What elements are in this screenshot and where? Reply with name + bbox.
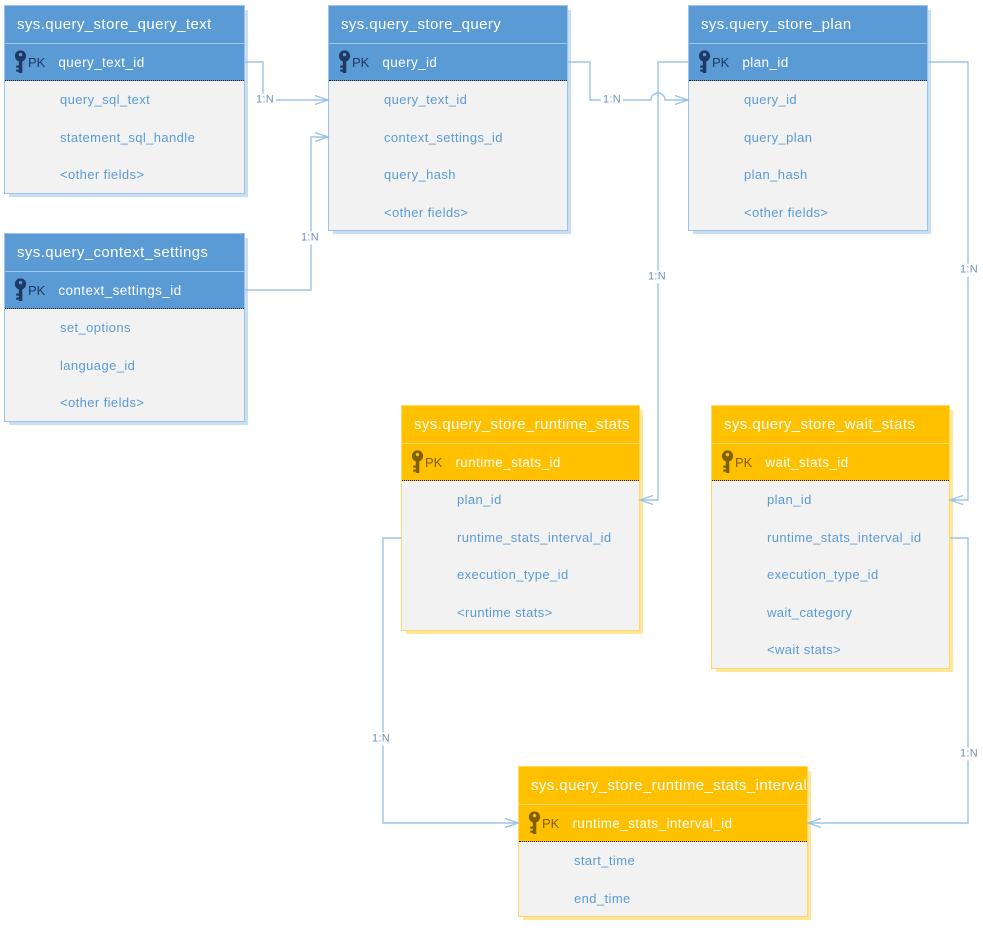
entity-title: sys.query_store_query_text: [5, 6, 244, 44]
pk-badge: PK: [28, 282, 46, 298]
primary-key-icon: [14, 278, 27, 302]
pk-badge: PK: [28, 54, 46, 70]
relationship-label: 1:N: [645, 270, 669, 284]
field-row: <other fields>: [60, 167, 145, 183]
pk-badge: PK: [425, 454, 443, 470]
pk-row: PK query_text_id: [5, 44, 244, 81]
pk-row: PK plan_id: [689, 44, 927, 81]
primary-key-icon: [14, 50, 27, 74]
field-row: wait_category: [767, 604, 853, 620]
field-row: query_hash: [384, 167, 456, 183]
entity-query-store-runtime-stats[interactable]: sys.query_store_runtime_stats PK runtime…: [401, 405, 640, 631]
field-row: query_plan: [744, 129, 813, 145]
pk-field: runtime_stats_id: [455, 454, 561, 470]
connector-query-to-plan: [568, 61, 691, 106]
field-row: execution_type_id: [767, 567, 879, 583]
relationship-label: 1:N: [369, 732, 393, 746]
entity-query-store-query[interactable]: sys.query_store_query PK query_id query_…: [328, 5, 568, 231]
pk-badge: PK: [542, 815, 560, 831]
pk-badge: PK: [352, 54, 370, 70]
primary-key-icon: [721, 450, 734, 474]
entity-title: sys.query_store_wait_stats: [712, 406, 949, 444]
field-row: query_text_id: [384, 92, 468, 108]
entity-query-context-settings[interactable]: sys.query_context_settings PK context_se…: [4, 233, 245, 422]
entity-query-store-wait-stats[interactable]: sys.query_store_wait_stats PK wait_stats…: [711, 405, 950, 669]
field-row: set_options: [60, 320, 131, 336]
entity-title: sys.query_store_runtime_stats: [402, 406, 639, 444]
field-row: <other fields>: [744, 204, 829, 220]
field-row: <other fields>: [384, 204, 469, 220]
entity-query-store-query-text[interactable]: sys.query_store_query_text PK query_text…: [4, 5, 245, 194]
field-row: plan_hash: [744, 167, 808, 183]
field-row: start_time: [574, 853, 636, 869]
pk-badge: PK: [735, 454, 753, 470]
entity-query-store-runtime-stats-interval[interactable]: sys.query_store_runtime_stats_interval P…: [518, 766, 808, 917]
pk-row: PK runtime_stats_interval_id: [519, 805, 807, 842]
relationship-label: 1:N: [957, 263, 981, 277]
pk-row: PK runtime_stats_id: [402, 444, 639, 481]
primary-key-icon: [528, 811, 541, 835]
pk-field: wait_stats_id: [765, 454, 849, 470]
primary-key-icon: [698, 50, 711, 74]
pk-row: PK context_settings_id: [5, 272, 244, 309]
entity-title: sys.query_context_settings: [5, 234, 244, 272]
pk-badge: PK: [712, 54, 730, 70]
primary-key-icon: [411, 450, 424, 474]
relationship-label: 1:N: [957, 747, 981, 761]
field-row: <other fields>: [60, 395, 145, 411]
field-row: language_id: [60, 357, 136, 373]
pk-field: plan_id: [742, 54, 789, 70]
field-row: runtime_stats_interval_id: [767, 529, 922, 545]
field-row: <runtime stats>: [457, 604, 553, 620]
field-row: runtime_stats_interval_id: [457, 529, 612, 545]
field-row: plan_id: [457, 492, 502, 508]
relationship-label: 1:N: [253, 93, 277, 107]
relationship-label: 1:N: [600, 93, 624, 107]
entity-title: sys.query_store_plan: [689, 6, 927, 44]
pk-row: PK wait_stats_id: [712, 444, 949, 481]
field-row: context_settings_id: [384, 129, 503, 145]
field-row: end_time: [574, 890, 631, 906]
pk-row: PK query_id: [329, 44, 567, 81]
field-row: query_sql_text: [60, 92, 151, 108]
field-row: query_id: [744, 92, 798, 108]
pk-field: query_id: [382, 54, 438, 70]
entity-title: sys.query_store_runtime_stats_interval: [519, 767, 807, 805]
pk-field: context_settings_id: [58, 282, 182, 298]
relationship-label: 1:N: [298, 231, 322, 245]
pk-field: query_text_id: [58, 54, 145, 70]
pk-field: runtime_stats_interval_id: [572, 815, 733, 831]
field-row: statement_sql_handle: [60, 129, 196, 145]
field-row: execution_type_id: [457, 567, 569, 583]
entity-title: sys.query_store_query: [329, 6, 567, 44]
field-row: <wait stats>: [767, 642, 842, 658]
connector-context-settings-to-query: [245, 131, 331, 291]
entity-query-store-plan[interactable]: sys.query_store_plan PK plan_id query_id…: [688, 5, 928, 231]
field-row: plan_id: [767, 492, 812, 508]
primary-key-icon: [338, 50, 351, 74]
